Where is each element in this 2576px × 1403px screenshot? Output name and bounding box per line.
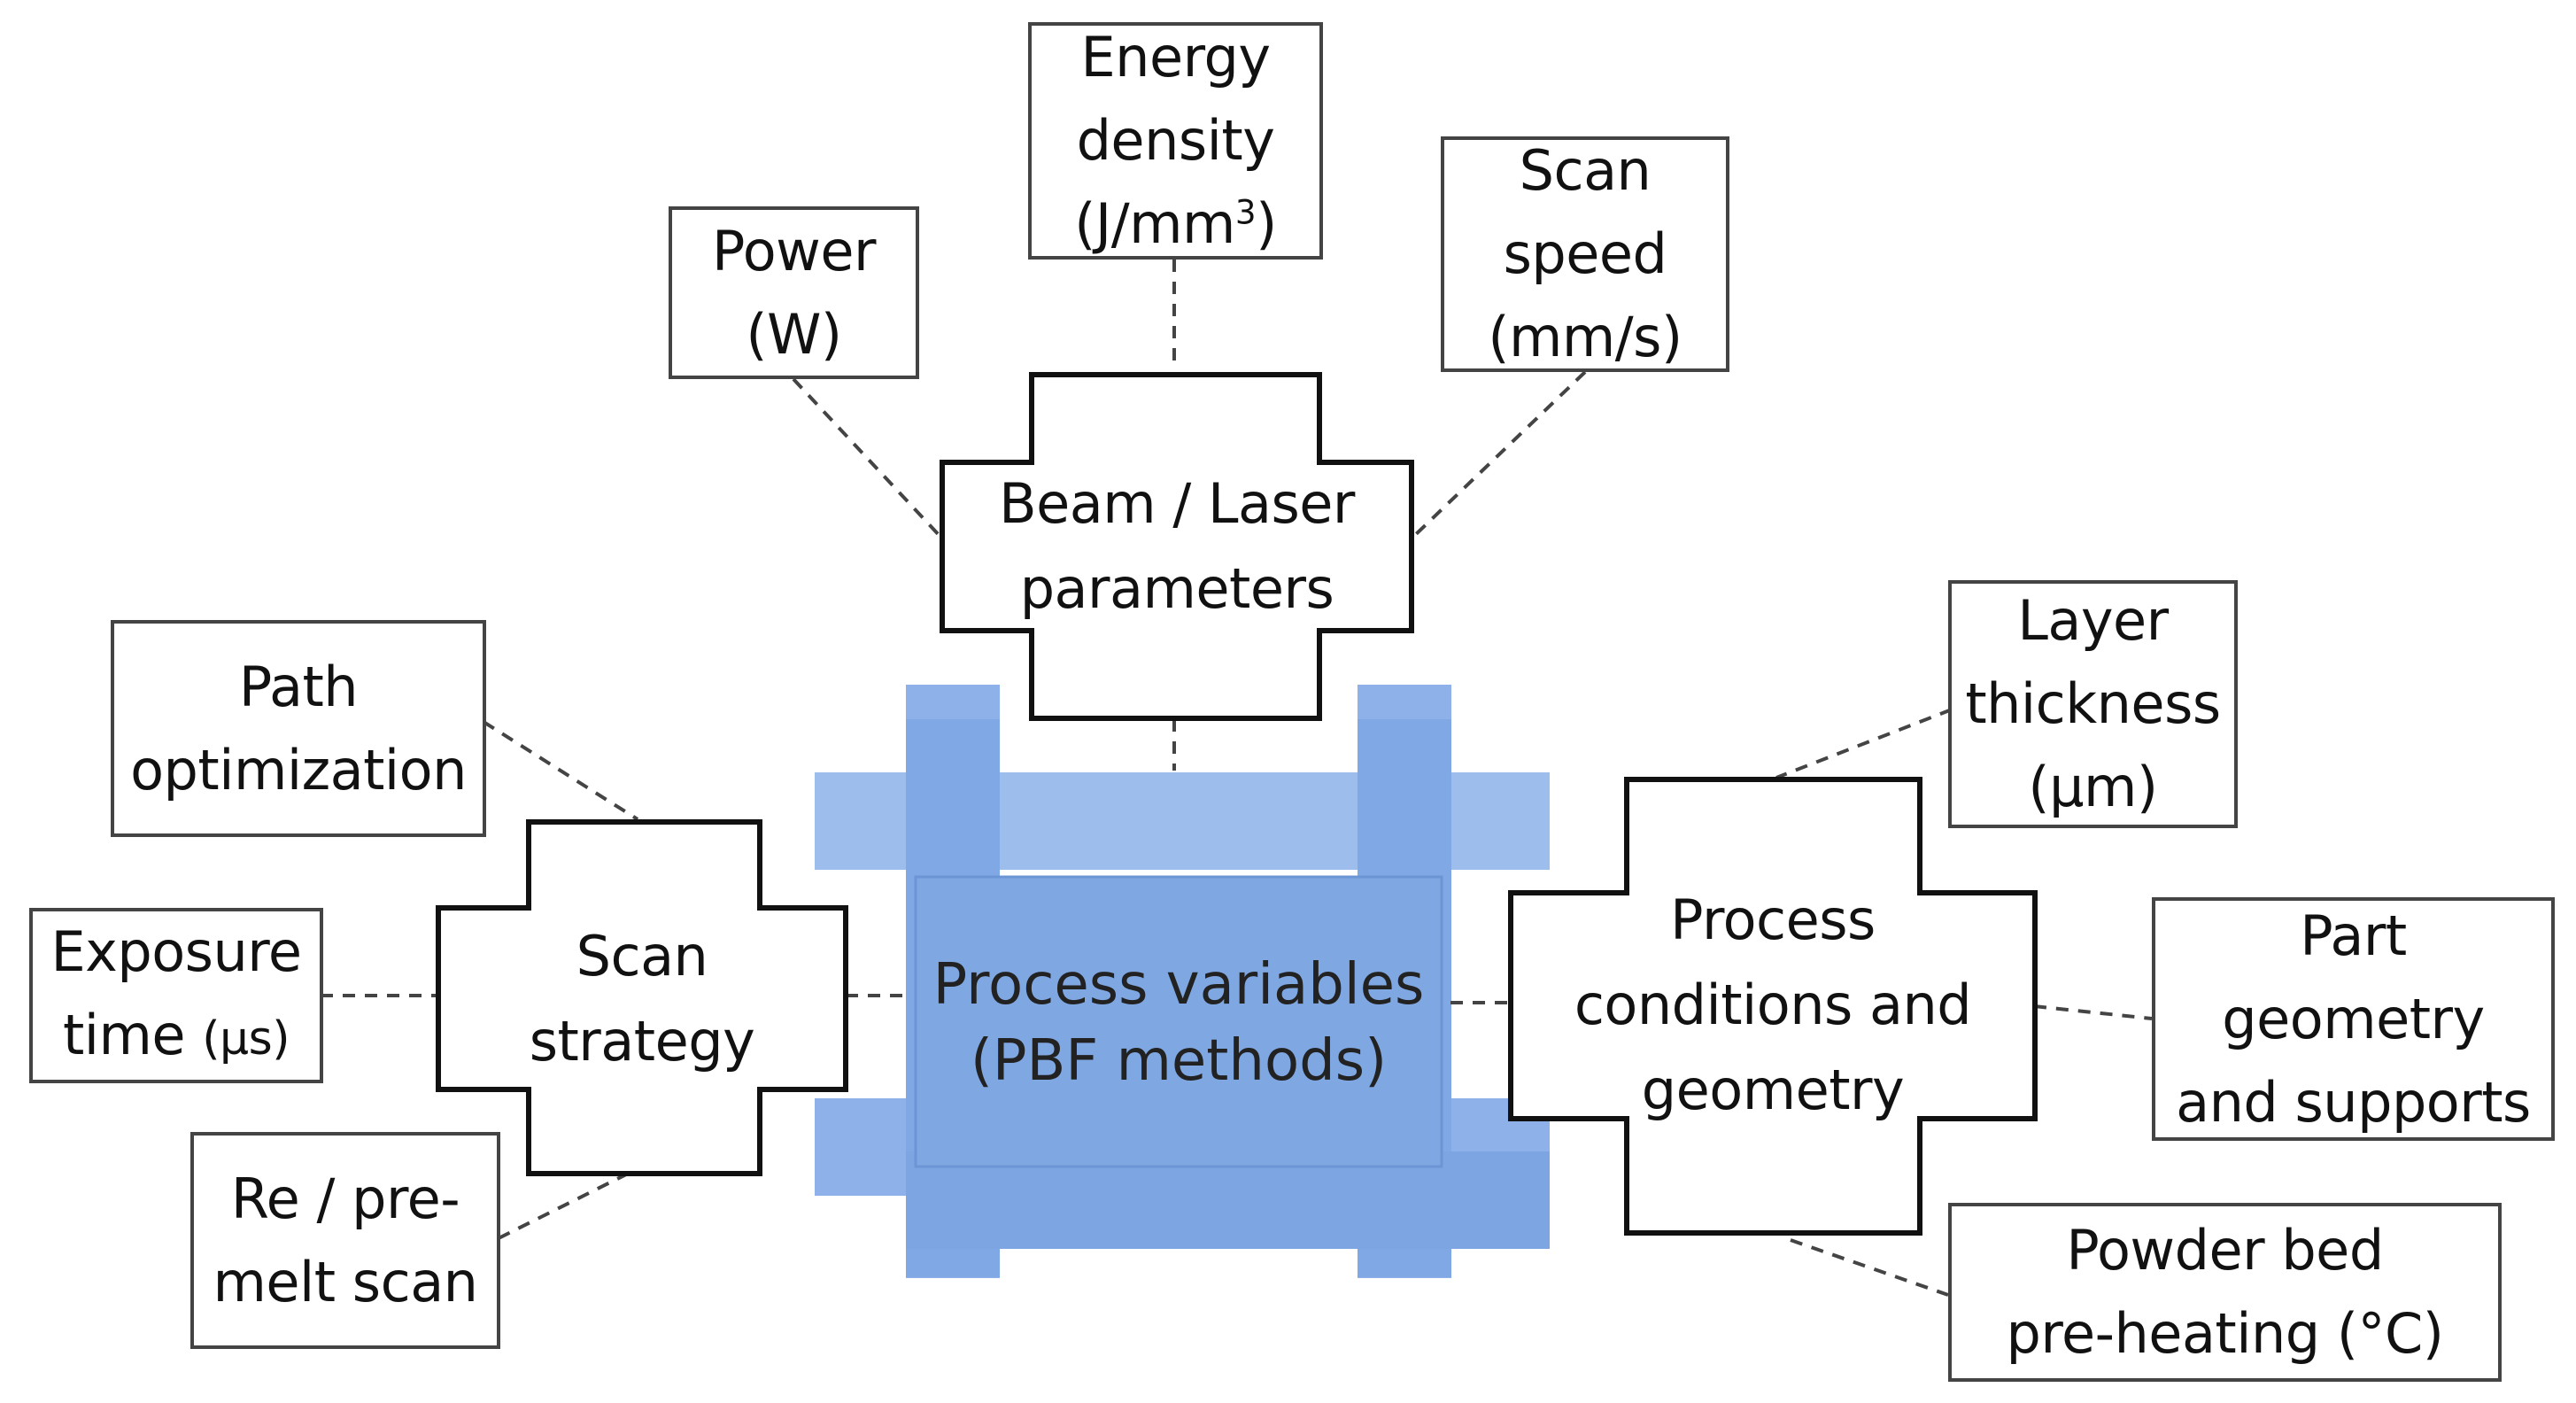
energy-density-box: Energy density (J/mm3) <box>1028 22 1323 260</box>
energy-line1: Energy <box>1080 25 1271 89</box>
path-line1: Path <box>238 654 359 719</box>
speed-line2: speed <box>1503 221 1667 286</box>
connector-remelt-scan <box>498 1169 634 1240</box>
powder-line2: pre-heating (°C) <box>2006 1301 2445 1366</box>
energy-unit-close: ) <box>1256 191 1277 256</box>
part-line3: and supports <box>2176 1069 2531 1135</box>
beam-hub-line1: Beam / Laser <box>999 471 1355 536</box>
connectors <box>321 260 2153 1297</box>
part-line2: geometry <box>2222 986 2485 1051</box>
scan-strategy-hub-frame <box>436 819 848 1176</box>
layer-line2: thickness <box>1965 671 2221 736</box>
energy-line2: density <box>1076 108 1275 173</box>
connector-layer-process <box>1775 708 1953 779</box>
center-title-line1: Process variables <box>932 952 1425 1018</box>
process-hub-line3: geometry <box>1641 1058 1905 1122</box>
connector-speed-beam <box>1412 370 1587 539</box>
speed-line3: (mm/s) <box>1488 305 1683 369</box>
exposure-line1: Exposure <box>50 919 302 984</box>
remelt-scan-box: Re / pre- melt scan <box>190 1132 500 1349</box>
powder-bed-box: Powder bed pre-heating (°C) <box>1948 1203 2502 1382</box>
process-conditions-hub-label: Process conditions and geometry <box>1511 868 2035 1143</box>
energy-unit-base: (J/mm <box>1074 191 1235 256</box>
center-title-line2: (PBF methods) <box>970 1028 1388 1094</box>
layer-line3: (μm) <box>2028 755 2158 819</box>
remelt-line2: melt scan <box>213 1249 478 1314</box>
exposure-line2: time (μs) <box>63 994 290 1081</box>
exposure-time-box: Exposure time (μs) <box>29 908 323 1083</box>
connector-power-beam <box>792 377 944 540</box>
exposure-time-unit: (μs) <box>202 1012 290 1066</box>
part-line1: Part <box>2300 903 2407 968</box>
scan-hub-line2: strategy <box>529 1008 755 1074</box>
process-hub-line1: Process <box>1670 888 1876 952</box>
connector-part-process <box>2033 1004 2153 1020</box>
center-title: Process variables (PBF methods) <box>916 939 1442 1107</box>
path-line2: optimization <box>130 737 467 802</box>
beam-laser-hub-label: Beam / Laser parameters <box>942 462 1412 631</box>
process-conditions-hub-frame <box>1508 777 2038 1236</box>
speed-line1: Scan <box>1519 138 1652 203</box>
path-optimization-box: Path optimization <box>111 620 486 837</box>
scan-strategy-hub-label: Scan strategy <box>438 908 846 1089</box>
beam-laser-hub-frame <box>940 372 1414 721</box>
connector-powder-process <box>1790 1238 1949 1297</box>
scan-speed-box: Scan speed (mm/s) <box>1441 136 1729 372</box>
power-line1: Power <box>712 218 876 283</box>
part-geometry-box: Part geometry and supports <box>2152 897 2555 1141</box>
powder-line1: Powder bed <box>2066 1218 2384 1283</box>
center-panel <box>914 875 1443 1168</box>
energy-line3: (J/mm3) <box>1074 182 1277 266</box>
layer-line1: Layer <box>2017 588 2169 653</box>
energy-unit-exponent: 3 <box>1234 192 1257 232</box>
layer-thickness-box: Layer thickness (μm) <box>1948 580 2238 828</box>
power-line2: (W) <box>746 301 842 367</box>
hub-frames <box>436 372 2038 1236</box>
beam-hub-line2: parameters <box>1019 556 1334 621</box>
remelt-line1: Re / pre- <box>230 1166 460 1231</box>
connector-path-scan <box>482 720 639 821</box>
scan-hub-line1: Scan <box>576 923 708 988</box>
center-frame-graphic <box>815 685 1550 1278</box>
power-box: Power (W) <box>669 206 919 379</box>
process-hub-line2: conditions and <box>1574 973 1972 1037</box>
exposure-time-word: time <box>62 1003 203 1067</box>
